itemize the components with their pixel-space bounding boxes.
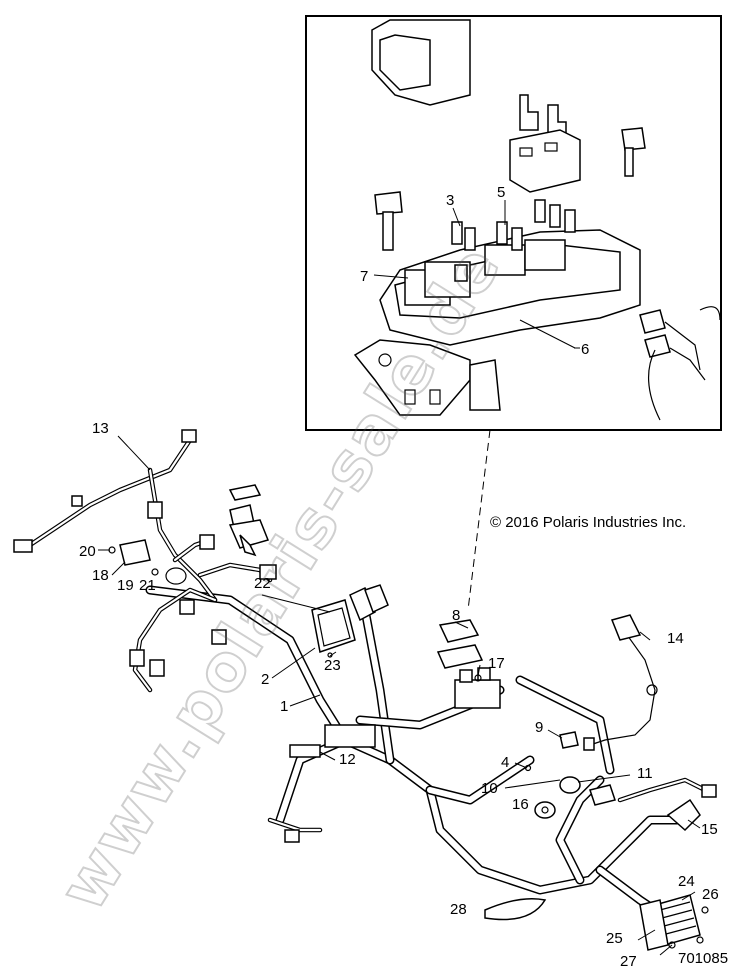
callout-15: 15 bbox=[701, 821, 718, 838]
callout-28: 28 bbox=[450, 901, 467, 918]
callout-17: 17 bbox=[488, 655, 505, 672]
sensor-harness-14 bbox=[583, 614, 658, 751]
leader-lines bbox=[98, 435, 701, 956]
callout-24: 24 bbox=[678, 873, 695, 890]
callout-2: 2 bbox=[261, 671, 269, 688]
sub-harness-left bbox=[129, 534, 277, 693]
callout-5: 5 bbox=[497, 184, 505, 201]
callout-6: 6 bbox=[581, 341, 589, 358]
callout-20: 20 bbox=[79, 543, 96, 560]
relay-cap-parts bbox=[228, 484, 270, 557]
copyright-text: © 2016 Polaris Industries Inc. bbox=[490, 514, 686, 531]
callout-23: 23 bbox=[324, 657, 341, 674]
callout-10: 10 bbox=[481, 780, 498, 797]
callout-9: 9 bbox=[535, 719, 543, 736]
callout-11: 11 bbox=[637, 765, 653, 782]
regulator-24 bbox=[639, 894, 709, 951]
callout-27: 27 bbox=[620, 953, 637, 970]
callout-19: 19 bbox=[117, 577, 134, 594]
diagram-part-number: 701085 bbox=[678, 950, 728, 967]
fuse-box-detail-inset bbox=[305, 15, 722, 431]
callout-3: 3 bbox=[446, 192, 454, 209]
detail-dashed-connector bbox=[467, 429, 491, 611]
callout-26: 26 bbox=[702, 886, 719, 903]
callout-7: 7 bbox=[360, 268, 368, 285]
callout-16: 16 bbox=[512, 796, 529, 813]
callout-12: 12 bbox=[339, 751, 356, 768]
callout-13: 13 bbox=[92, 420, 109, 437]
pad-28 bbox=[484, 898, 547, 921]
callout-22: 22 bbox=[254, 575, 271, 592]
right-middle-parts bbox=[524, 731, 616, 819]
bracket-18 bbox=[108, 539, 187, 585]
callout-8: 8 bbox=[452, 607, 460, 624]
ecu-22 bbox=[311, 584, 389, 658]
callout-labels: 3 5 7 6 13 20 18 19 21 22 23 2 1 8 17 14… bbox=[79, 184, 719, 970]
cover-15 bbox=[617, 777, 717, 832]
fuse-box-8 bbox=[436, 619, 484, 669]
callout-1: 1 bbox=[280, 698, 288, 715]
sub-harness-13 bbox=[13, 429, 218, 603]
callout-25: 25 bbox=[606, 930, 623, 947]
callout-18: 18 bbox=[92, 567, 109, 584]
main-wiring-harness bbox=[145, 585, 695, 925]
connector-12 bbox=[267, 744, 323, 843]
callout-21: 21 bbox=[139, 577, 156, 594]
callout-4: 4 bbox=[501, 754, 509, 771]
callout-14: 14 bbox=[667, 630, 684, 647]
